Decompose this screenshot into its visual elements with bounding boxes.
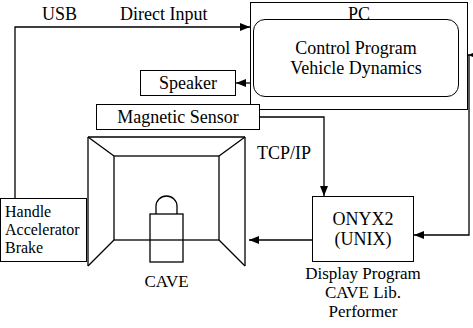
connector-label: TCP/IP: [255, 143, 313, 163]
node-text: Magnetic Sensor: [117, 107, 238, 127]
node-text: Handle Accelerator Brake: [5, 203, 82, 257]
connector-arrow: [249, 239, 312, 240]
node-text: Speaker: [159, 73, 217, 93]
connector-arrow: [15, 27, 250, 198]
node-text: Control Program Vehicle Dynamics: [281, 38, 431, 78]
program-box: Control Program Vehicle Dynamics: [253, 19, 459, 97]
cave-node: CAVE: [84, 133, 249, 268]
input-device-box: Handle Accelerator Brake: [0, 198, 87, 262]
node-text: Display Program CAVE Lib. Performer: [293, 264, 433, 321]
connector-label: USB: [40, 4, 79, 24]
sensor-box: Magnetic Sensor: [96, 104, 260, 130]
computer-box: PCControl Program Vehicle Dynamics: [250, 2, 468, 110]
node-text: CAVE: [144, 272, 188, 291]
speaker-box: Speaker: [140, 70, 236, 96]
node-text: ONYX2 (UNIX): [318, 209, 408, 249]
workstation-box: ONYX2 (UNIX)Display Program CAVE Lib. Pe…: [312, 196, 414, 262]
connector-label: Direct Input: [118, 4, 209, 24]
